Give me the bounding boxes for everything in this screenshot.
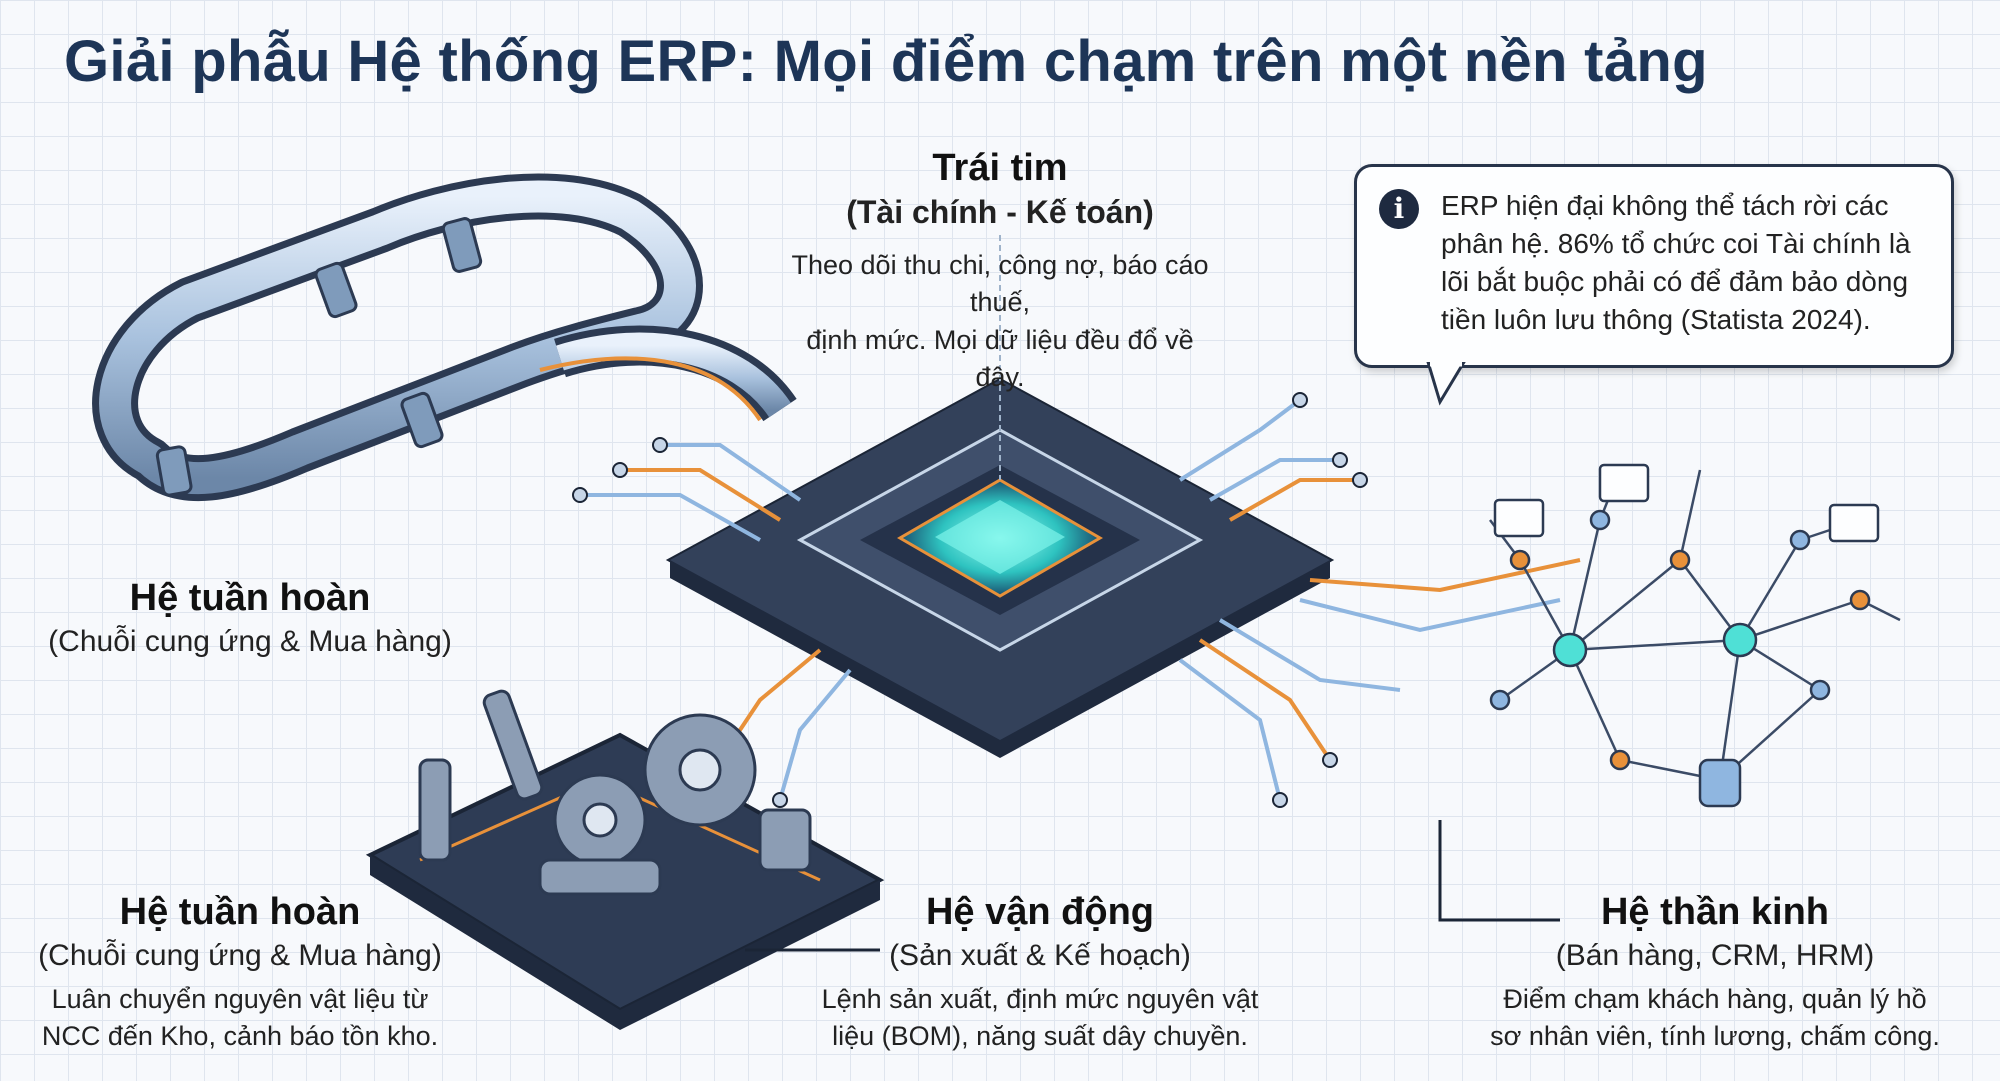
- motor-label: Hệ vận động (Sản xuất & Kế hoạch) Lệnh s…: [790, 890, 1290, 1055]
- motor-subtitle: (Sản xuất & Kế hoạch): [889, 938, 1191, 972]
- nervous-description: Điểm chạm khách hàng, quản lý hồ sơ nhân…: [1490, 983, 1940, 1051]
- circuit-board: [572, 235, 1581, 808]
- motor-heading: Hệ vận động: [925, 891, 1155, 933]
- info-icon: i: [1379, 189, 1419, 229]
- heart-heading: Trái tim: [932, 147, 1068, 189]
- nervous-connector: [1438, 820, 1560, 922]
- nervous-heading: Hệ thần kinh: [1600, 891, 1830, 933]
- network-nodes: [1489, 463, 1880, 808]
- heart-description: Theo dõi thu chi, công nợ, báo cáo thuế,…: [791, 250, 1209, 392]
- motor-description: Lệnh sản xuất, định mức nguyên vật liệu …: [821, 983, 1259, 1051]
- circulation-heading: Hệ tuần hoàn: [119, 891, 361, 933]
- callout-tail: [1426, 362, 1466, 406]
- nervous-label: Hệ thần kinh (Bán hàng, CRM, HRM) Điểm c…: [1450, 890, 1980, 1055]
- circulation-subtitle: (Chuỗi cung ứng & Mua hàng): [38, 938, 442, 972]
- heart-label: Trái tim (Tài chính - Kế toán) Theo dõi …: [790, 146, 1210, 396]
- circulation-description: Luân chuyển nguyên vật liệu từ NCC đến K…: [41, 983, 439, 1051]
- circulation-top-heading: Hệ tuần hoàn: [129, 577, 371, 619]
- circulation-top-label: Hệ tuần hoàn (Chuỗi cung ứng & Mua hàng): [30, 576, 470, 661]
- circulation-label: Hệ tuần hoàn (Chuỗi cung ứng & Mua hàng)…: [20, 890, 460, 1055]
- pipe-loop: [92, 173, 797, 502]
- page-title: Giải phẫu Hệ thống ERP: Mọi điểm chạm tr…: [64, 29, 1708, 94]
- info-callout: i ERP hiện đại không thể tách rời các ph…: [1354, 164, 1954, 368]
- production-machinery: [365, 689, 885, 1030]
- circulation-top-subtitle: (Chuỗi cung ứng & Mua hàng): [48, 624, 452, 658]
- nervous-subtitle: (Bán hàng, CRM, HRM): [1555, 938, 1875, 972]
- heart-subtitle: (Tài chính - Kế toán): [846, 193, 1154, 230]
